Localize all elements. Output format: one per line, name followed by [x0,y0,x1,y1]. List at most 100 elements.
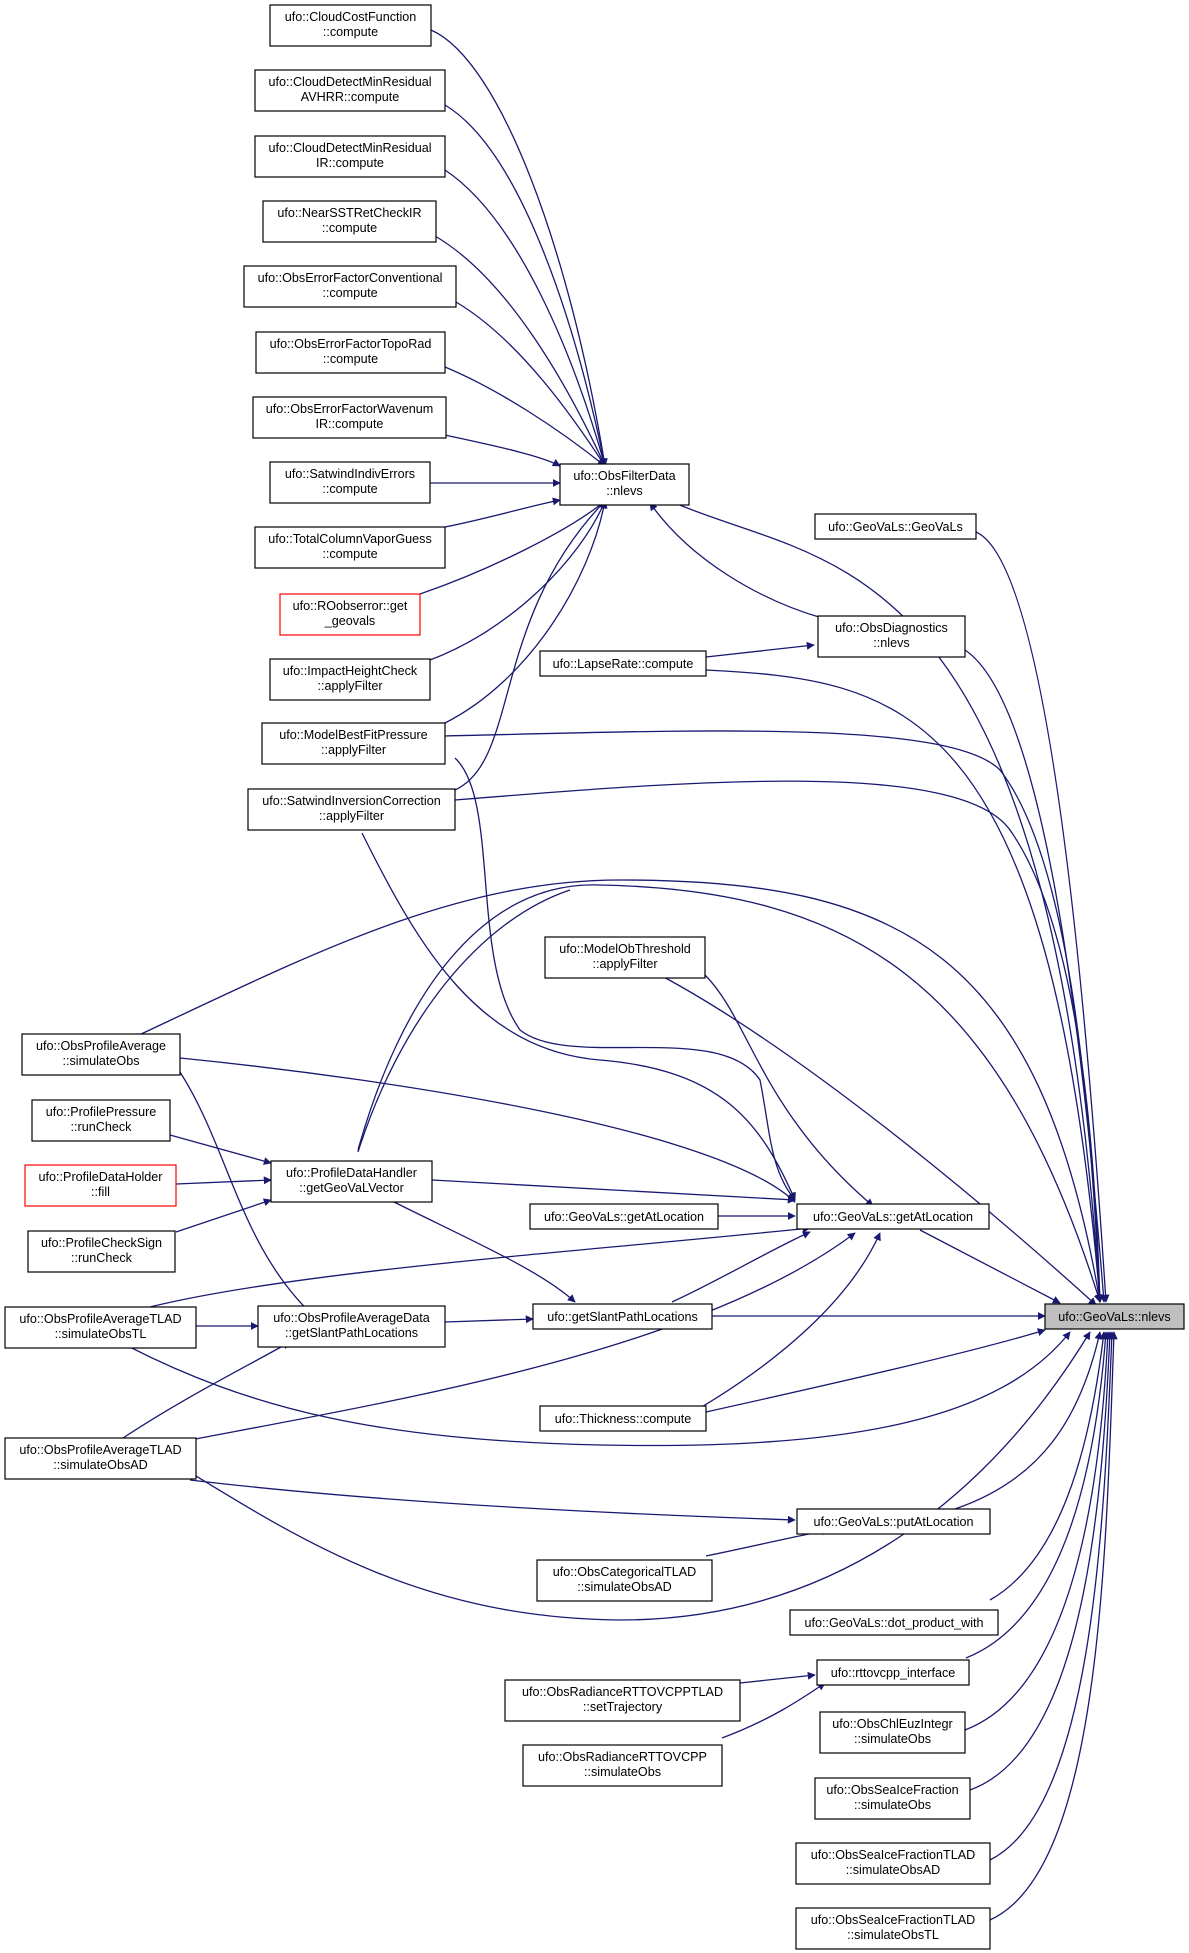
edge-handler-to-slantpath [389,1199,576,1303]
node-profiledatahandler[interactable]: ufo::ProfileDataHandler::getGeoVaLVector [270,1160,433,1203]
svg-text:::nlevs: ::nlevs [873,636,909,650]
node-geovals-nlevs[interactable]: ufo::GeoVaLs::nlevs [1044,1303,1185,1330]
node-obscategoricaltlad[interactable]: ufo::ObsCategoricalTLAD::simulateObsAD [536,1559,713,1602]
node-satwindindiverrors[interactable]: ufo::SatwindIndivErrors::compute [269,461,431,504]
node-obsfilterdata-nlevs[interactable]: ufo::ObsFilterData::nlevs [559,463,690,506]
node-thickness-compute[interactable]: ufo::Thickness::compute [539,1405,707,1432]
node-profilechecksign[interactable]: ufo::ProfileCheckSign::runCheck [27,1230,176,1273]
svg-text:ufo::ObsChlEuzIntegr: ufo::ObsChlEuzIntegr [832,1717,952,1731]
svg-text:::applyFilter: ::applyFilter [321,743,386,757]
node-obsradiancerttovcpptlad[interactable]: ufo::ObsRadianceRTTOVCPPTLAD::setTraject… [504,1679,741,1722]
svg-text:ufo::ProfileCheckSign: ufo::ProfileCheckSign [41,1236,162,1250]
svg-text:ufo::ObsErrorFactorWavenum: ufo::ObsErrorFactorWavenum [266,402,434,416]
svg-text:ufo::ModelBestFitPressure: ufo::ModelBestFitPressure [279,728,427,742]
svg-text:::getGeoVaLVector: ::getGeoVaLVector [299,1181,404,1195]
svg-text:::simulateObs: ::simulateObs [63,1054,140,1068]
svg-text:ufo::GeoVaLs::GeoVaLs: ufo::GeoVaLs::GeoVaLs [828,520,963,534]
edge-dotproduct-to-nlevs [989,1331,1108,1601]
svg-text:::compute: ::compute [322,221,377,235]
node-obsseaicefractiontlad-simulateobstl[interactable]: ufo::ObsSeaIceFractionTLAD::simulateObsT… [795,1907,991,1950]
node-obserrorfactorconventional[interactable]: ufo::ObsErrorFactorConventional::compute [243,265,457,308]
node-getslantpathlocations[interactable]: ufo::getSlantPathLocations [532,1303,713,1330]
edge-obsdiag-to-obsfilterdata [649,502,823,619]
node-cloudcostfunction[interactable]: ufo::CloudCostFunction::compute [269,4,432,47]
node-obsseaicefraction[interactable]: ufo::ObsSeaIceFraction::simulateObs [814,1777,971,1820]
edges [119,29,1118,1921]
node-roobserror-get-geovals[interactable]: ufo::ROobserror::get_geovals [279,593,421,636]
svg-text:::simulateObsAD: ::simulateObsAD [846,1863,940,1877]
node-obsradiancerttovcpp[interactable]: ufo::ObsRadianceRTTOVCPP::simulateObs [522,1744,723,1787]
edge-obsprofileavgdata-to-handler [357,889,571,1153]
node-satwindinversioncorrection[interactable]: ufo::SatwindInversionCorrection::applyFi… [247,788,456,831]
node-geovals-getatlocation-left[interactable]: ufo::GeoVaLs::getAtLocation [529,1203,719,1230]
svg-text:ufo::rttovcpp_interface: ufo::rttovcpp_interface [831,1666,956,1680]
svg-text:ufo::ObsFilterData: ufo::ObsFilterData [573,469,675,483]
edge-getatloc-to-nlevs [919,1229,1061,1304]
svg-text:ufo::CloudDetectMinResidual: ufo::CloudDetectMinResidual [268,75,431,89]
svg-text:ufo::Thickness::compute: ufo::Thickness::compute [555,1412,692,1426]
edge-chleuz-to-nlevs [964,1331,1112,1731]
edge-seaicetladtl-to-nlevs [989,1331,1118,1921]
node-geovals-getatlocation[interactable]: ufo::GeoVaLs::getAtLocation [796,1203,990,1230]
svg-text:::simulateObsTL: ::simulateObsTL [55,1327,147,1341]
node-obschleuzintegr[interactable]: ufo::ObsChlEuzIntegr::simulateObs [819,1711,966,1754]
svg-text:IR::compute: IR::compute [316,417,384,431]
svg-text:ufo::NearSSTRetCheckIR: ufo::NearSSTRetCheckIR [277,206,421,220]
node-modelbestfitpressure[interactable]: ufo::ModelBestFitPressure::applyFilter [261,722,446,765]
svg-text:::compute: ::compute [322,482,377,496]
node-obsseaicefractiontlad-simulateobsad[interactable]: ufo::ObsSeaIceFractionTLAD::simulateObsA… [795,1842,991,1885]
edge-modelobthreshold-to-nlevs [659,974,1097,1306]
node-geovals-dotproductwith[interactable]: ufo::GeoVaLs::dot_product_with [789,1609,999,1636]
svg-text:ufo::ProfilePressure: ufo::ProfilePressure [46,1105,157,1119]
node-rttovcpp-interface[interactable]: ufo::rttovcpp_interface [816,1659,970,1686]
svg-text:ufo::ObsSeaIceFractionTLAD: ufo::ObsSeaIceFractionTLAD [811,1848,976,1862]
node-geovals-putatlocation[interactable]: ufo::GeoVaLs::putAtLocation [796,1508,991,1535]
node-obsprofileaverage[interactable]: ufo::ObsProfileAverage::simulateObs [21,1033,181,1076]
svg-text:::simulateObs: ::simulateObs [854,1798,931,1812]
node-obsdiagnostics-nlevs[interactable]: ufo::ObsDiagnostics::nlevs [817,615,966,658]
edge-roobserror-to-obsfilterdata [419,500,606,595]
node-geovals-geovals[interactable]: ufo::GeoVaLs::GeoVaLs [814,513,977,540]
node-modelobthreshold[interactable]: ufo::ModelObThreshold::applyFilter [544,936,706,979]
edge-nearsst-to-obsfilterdata [434,235,606,467]
node-lapserate-compute[interactable]: ufo::LapseRate::compute [539,650,707,677]
svg-text:ufo::ObsRadianceRTTOVCPP: ufo::ObsRadianceRTTOVCPP [538,1750,707,1764]
edge-lapserate-to-obsdiag [705,641,815,658]
node-totalcolumnvaporguess[interactable]: ufo::TotalColumnVaporGuess::compute [254,526,446,569]
svg-text:::nlevs: ::nlevs [606,484,642,498]
svg-text:ufo::SatwindInversionCorrectio: ufo::SatwindInversionCorrection [262,794,441,808]
svg-text:ufo::TotalColumnVaporGuess: ufo::TotalColumnVaporGuess [268,532,432,546]
svg-text:ufo::CloudCostFunction: ufo::CloudCostFunction [285,10,417,24]
node-profilepressure[interactable]: ufo::ProfilePressure::runCheck [31,1099,171,1142]
edge-thickness-to-nlevs [705,1328,1046,1413]
edge-modelobthreshold-to-getatloc [704,974,874,1207]
edge-seaice-to-nlevs [969,1331,1114,1791]
svg-text:ufo::ObsErrorFactorTopoRad: ufo::ObsErrorFactorTopoRad [270,337,432,351]
node-clouddetect-avhrr[interactable]: ufo::CloudDetectMinResidualAVHRR::comput… [254,69,446,112]
node-obsprofileaveragetlad-simulateobsad[interactable]: ufo::ObsProfileAverageTLAD::simulateObsA… [4,1437,197,1480]
edge-satwindinv-to-nlevs [454,780,1104,1303]
node-profiledataholder[interactable]: ufo::ProfileDataHolder::fill [24,1164,177,1207]
svg-text:::applyFilter: ::applyFilter [592,957,657,971]
svg-text:ufo::ImpactHeightCheck: ufo::ImpactHeightCheck [283,664,418,678]
svg-text:ufo::ObsProfileAverageData: ufo::ObsProfileAverageData [273,1311,430,1325]
node-obsprofileaveragedata[interactable]: ufo::ObsProfileAverageData::getSlantPath… [257,1305,446,1348]
node-obsprofileaveragetlad-simulateobstl[interactable]: ufo::ObsProfileAverageTLAD::simulateObsT… [4,1306,197,1349]
svg-text:ufo::LapseRate::compute: ufo::LapseRate::compute [553,657,694,671]
node-obserrorfactortoporad[interactable]: ufo::ObsErrorFactorTopoRad::compute [255,331,446,374]
svg-text:::compute: ::compute [323,352,378,366]
edge-putatloc-to-nlevs [954,1331,1103,1510]
edge-profilepressure-to-handler [169,1134,272,1165]
svg-text:::getSlantPathLocations: ::getSlantPathLocations [285,1326,418,1340]
svg-text:ufo::CloudDetectMinResidual: ufo::CloudDetectMinResidual [268,141,431,155]
svg-text:::simulateObsTL: ::simulateObsTL [847,1928,939,1942]
edge-profiledatahandler-to-getatloc [431,1179,796,1204]
edge-rtcpp-to-rttov [721,1682,826,1739]
edge-handler-to-nlevs [357,884,1102,1303]
node-nearsstretcheckir[interactable]: ufo::NearSSTRetCheckIR::compute [262,200,437,243]
svg-text:IR::compute: IR::compute [316,156,384,170]
node-impactheightcheck[interactable]: ufo::ImpactHeightCheck::applyFilter [269,658,431,701]
edge-satwindinv-to-getatloc [361,832,796,1201]
